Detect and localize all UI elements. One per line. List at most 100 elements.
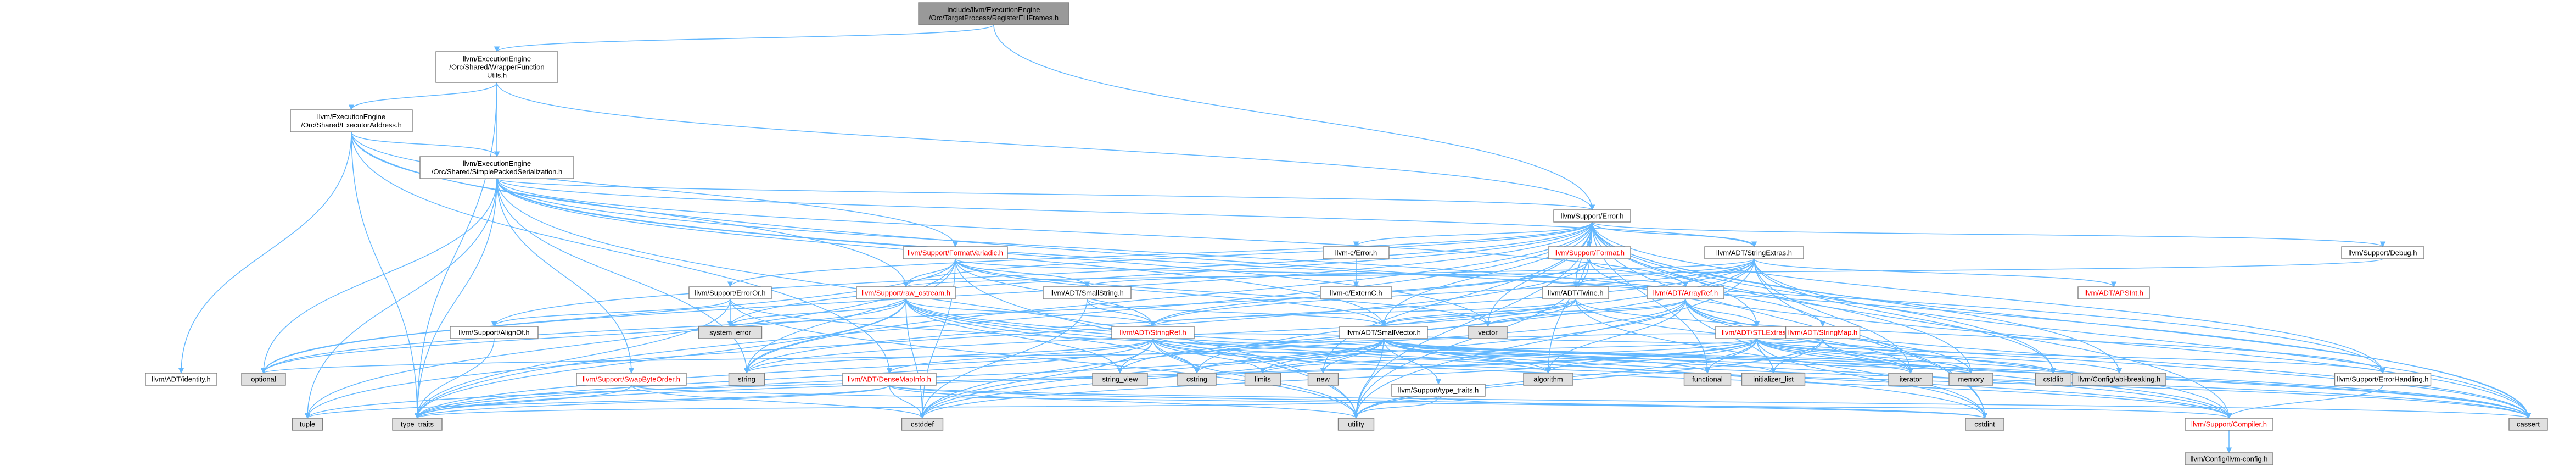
node-apsint[interactable]: llvm/ADT/APSInt.h — [2077, 286, 2150, 299]
node-limits: limits — [1244, 373, 1281, 386]
node-wrapperfn[interactable]: llvm/ExecutionEngine/Orc/Shared/WrapperF… — [435, 51, 558, 83]
node-error[interactable]: llvm/Support/Error.h — [1553, 209, 1631, 223]
dependency-edge — [414, 338, 495, 419]
node-externc[interactable]: llvm-c/ExternC.h — [1320, 286, 1392, 299]
node-compiler[interactable]: llvm/Support/Compiler.h — [2185, 418, 2273, 431]
dependency-edge — [743, 298, 906, 374]
dependency-edge — [305, 385, 890, 419]
node-smallvector[interactable]: llvm/ADT/SmallVector.h — [1339, 326, 1428, 339]
node-execaddr[interactable]: llvm/ExecutionEngine/Orc/Shared/Executor… — [290, 109, 413, 132]
node-stringmap[interactable]: llvm/ADT/StringMap.h — [1785, 326, 1861, 339]
node-densemapinfo[interactable]: llvm/ADT/DenseMapInfo.h — [842, 373, 937, 386]
node-format[interactable]: llvm/Support/Format.h — [1548, 246, 1631, 259]
node-stringref[interactable]: llvm/ADT/StringRef.h — [1111, 326, 1195, 339]
node-memory: memory — [1948, 373, 1993, 386]
dependency-edge — [727, 221, 1593, 288]
node-box — [241, 373, 286, 386]
dependency-edge — [993, 24, 1595, 211]
dependency-edge — [1485, 221, 1593, 328]
dependency-edge — [414, 298, 1686, 419]
node-box — [1523, 373, 1573, 386]
dependency-edge — [1383, 338, 1552, 374]
node-label: /Orc/Shared/SimplePackedSerialization.h — [432, 168, 562, 176]
dependency-edge — [1152, 333, 1760, 344]
node-label: llvm/ADT/SmallString.h — [1050, 289, 1124, 297]
dependency-edge — [1575, 298, 1988, 419]
node-label: system_error — [709, 329, 752, 337]
node-box — [918, 2, 1069, 25]
node-alignof[interactable]: llvm/Support/AlignOf.h — [450, 326, 539, 339]
dependency-edge — [889, 385, 926, 419]
node-box — [1683, 373, 1732, 386]
node-box — [1307, 373, 1339, 386]
node-box — [2072, 373, 2166, 386]
node-label: llvm/Config/abi-breaking.h — [2078, 375, 2160, 384]
node-root[interactable]: include/llvm/ExecutionEngine/Orc/TargetP… — [918, 2, 1069, 25]
node-label: llvm/ADT/DenseMapInfo.h — [848, 375, 931, 384]
node-label: new — [1317, 375, 1330, 384]
node-typetraitsllvm[interactable]: llvm/Support/type_traits.h — [1391, 384, 1486, 397]
dependency-edge — [351, 131, 893, 374]
dependency-edge — [2226, 385, 2383, 419]
node-layer: include/llvm/ExecutionEngine/Orc/TargetP… — [145, 2, 2548, 465]
dependency-edge — [1754, 258, 2057, 374]
dependency-edge — [496, 178, 1826, 328]
node-iterator: iterator — [1888, 373, 1933, 386]
node-swapbyteorder[interactable]: llvm/Support/SwapByteOrder.h — [576, 373, 687, 386]
node-cerror[interactable]: llvm-c/Error.h — [1323, 246, 1390, 259]
dependency-edge — [1770, 338, 1823, 374]
node-box — [728, 373, 765, 386]
node-formatvariadic[interactable]: llvm/Support/FormatVariadic.h — [903, 246, 1008, 259]
dependency-edge — [351, 131, 500, 158]
node-debug[interactable]: llvm/Support/Debug.h — [2341, 246, 2424, 259]
node-box — [1741, 373, 1806, 386]
node-errorhandling[interactable]: llvm/Support/ErrorHandling.h — [2334, 373, 2432, 386]
dependency-edge — [1575, 298, 2532, 419]
node-label: llvm/ADT/StringMap.h — [1788, 329, 1857, 337]
node-twine[interactable]: llvm/ADT/Twine.h — [1542, 286, 1609, 299]
node-box — [292, 418, 323, 431]
node-utility: utility — [1337, 418, 1375, 431]
dependency-edge — [1380, 298, 1576, 328]
dependency-edge — [1756, 338, 1914, 374]
node-identity[interactable]: llvm/ADT/identity.h — [145, 373, 217, 386]
node-label: string — [738, 375, 755, 384]
node-label: llvm/Support/raw_ostream.h — [861, 289, 950, 297]
dependency-edge — [304, 178, 497, 419]
node-sps[interactable]: llvm/ExecutionEngine/Orc/Shared/SimplePa… — [419, 156, 574, 179]
node-stringextras[interactable]: llvm/ADT/StringExtras.h — [1704, 246, 1804, 259]
node-label: optional — [251, 375, 276, 384]
node-label: llvm/Support/ErrorOr.h — [695, 289, 765, 297]
node-arrayref[interactable]: llvm/ADT/ArrayRef.h — [1647, 286, 1724, 299]
dependency-edge — [919, 338, 1757, 419]
node-abibreaking: llvm/Config/abi-breaking.h — [2072, 373, 2166, 386]
node-rawostream[interactable]: llvm/Support/raw_ostream.h — [856, 286, 956, 299]
dependency-edge — [1353, 396, 1439, 419]
edge-layer — [178, 24, 2532, 454]
dependency-edge — [727, 298, 906, 328]
dependency-edge — [955, 258, 1090, 288]
dependency-edge — [1383, 338, 1442, 385]
node-box — [1948, 373, 1993, 386]
node-box — [1323, 246, 1390, 259]
node-stlextras[interactable]: llvm/ADT/STLExtras.h — [1715, 326, 1799, 339]
dependency-edge — [1383, 338, 2232, 419]
dependency-edge — [955, 258, 1387, 328]
dependency-edge — [743, 221, 1593, 374]
node-label: llvm/ADT/Twine.h — [1548, 289, 1603, 297]
dependency-edge — [494, 24, 994, 53]
node-box — [842, 373, 937, 386]
dependency-edge — [496, 178, 750, 374]
dependency-edge — [1685, 298, 2232, 419]
node-stringview: string_view — [1092, 373, 1148, 386]
dependency-edge — [496, 178, 635, 374]
node-box — [1553, 209, 1631, 223]
node-erroror[interactable]: llvm/Support/ErrorOr.h — [688, 286, 772, 299]
dependency-edge — [1822, 338, 2232, 419]
node-label: llvm/ADT/StringRef.h — [1119, 329, 1186, 337]
node-smallstring[interactable]: llvm/ADT/SmallString.h — [1043, 286, 1132, 299]
node-box — [1337, 418, 1375, 431]
dependency-edge — [491, 298, 731, 328]
dependency-edge — [1380, 298, 1686, 328]
